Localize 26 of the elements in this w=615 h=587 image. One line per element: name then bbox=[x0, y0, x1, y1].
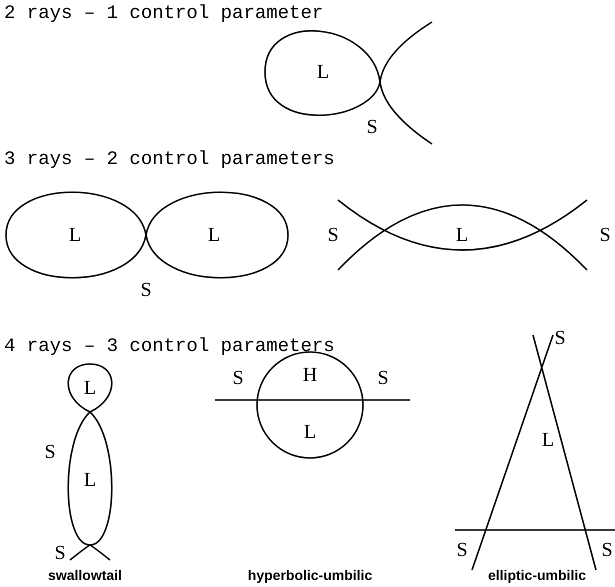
region-label: S bbox=[599, 225, 611, 245]
region-label: L bbox=[68, 225, 82, 245]
region-label: S bbox=[140, 280, 152, 300]
region-label: S bbox=[44, 442, 56, 462]
region-label: S bbox=[456, 540, 468, 560]
section-heading: 4 rays – 3 control parameters bbox=[4, 337, 335, 356]
region-label: S bbox=[554, 328, 566, 348]
region-label: S bbox=[377, 368, 389, 388]
region-label: L bbox=[316, 62, 330, 82]
region-label: L bbox=[84, 470, 96, 490]
caption: elliptic-umbilic bbox=[488, 568, 586, 582]
region-label: L bbox=[542, 430, 554, 450]
region-label: L bbox=[304, 422, 316, 442]
region-label: S bbox=[366, 117, 378, 137]
region-label: S bbox=[327, 225, 339, 245]
region-label: L bbox=[84, 378, 96, 398]
section-heading: 3 rays – 2 control parameters bbox=[4, 150, 335, 169]
section-heading: 2 rays – 1 control parameter bbox=[4, 4, 324, 23]
caption: swallowtail bbox=[48, 568, 122, 582]
region-label: L bbox=[456, 225, 468, 245]
region-label: S bbox=[54, 543, 66, 563]
region-label: S bbox=[601, 540, 613, 560]
region-label: S bbox=[232, 368, 244, 388]
region-label: L bbox=[208, 225, 220, 245]
caption: hyperbolic-umbilic bbox=[248, 568, 372, 582]
region-label: H bbox=[302, 365, 318, 385]
